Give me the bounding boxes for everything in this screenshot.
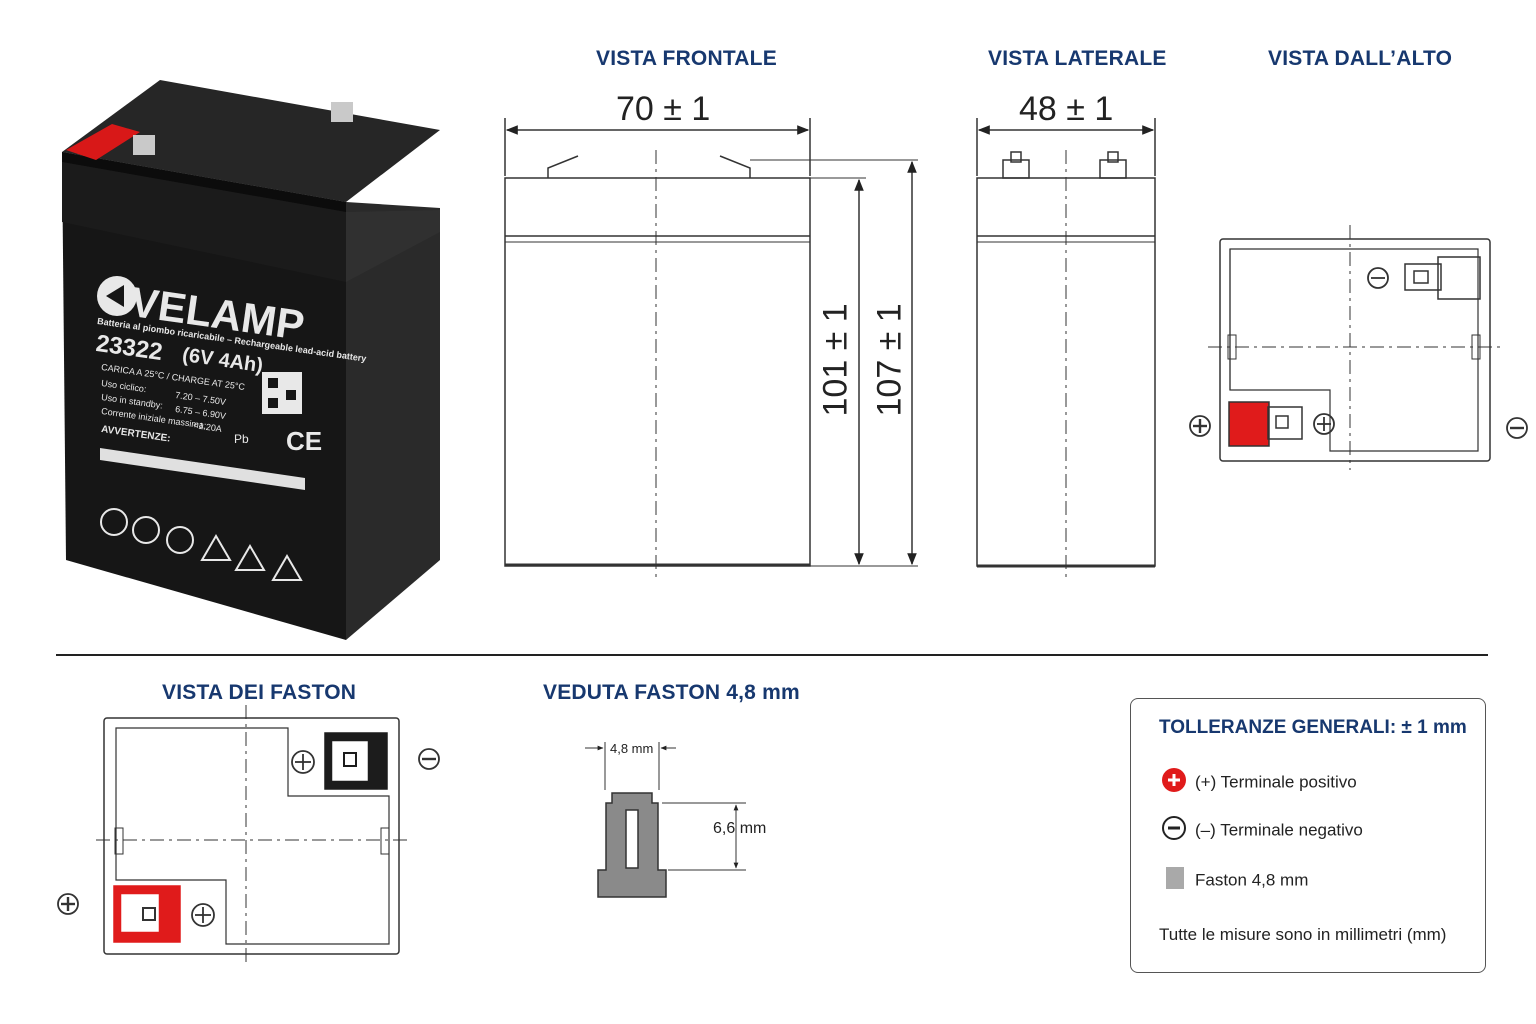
side-terminal-right bbox=[1099, 159, 1127, 179]
warning-icons bbox=[100, 508, 303, 581]
width-dimension: 70 ± 1 bbox=[616, 90, 711, 128]
depth-dimension: 48 ± 1 bbox=[1019, 90, 1114, 128]
faston-view-drawing bbox=[96, 705, 410, 962]
positive-icon bbox=[1161, 767, 1195, 798]
top-negative-terminal bbox=[1437, 256, 1481, 300]
top-positive-terminal bbox=[1228, 401, 1270, 447]
faston-detail-title: VEDUTA FASTON 4,8 mm bbox=[543, 681, 800, 704]
faston-swatch-icon bbox=[1161, 865, 1195, 896]
battery-photo bbox=[62, 80, 440, 640]
legend-positive: (+) Terminale positivo bbox=[1161, 767, 1357, 798]
legend-note: Tutte le misure sono in millimetri (mm) bbox=[1159, 925, 1447, 944]
faston-polarity-symbols bbox=[57, 748, 440, 927]
faston-view-title: VISTA DEI FASTON bbox=[162, 681, 357, 704]
legend-positive-label: (+) Terminale positivo bbox=[1195, 772, 1357, 792]
front-terminal-left bbox=[547, 155, 579, 178]
top-view-title: VISTA DALL’ALTO bbox=[1268, 47, 1453, 70]
total-height-dimension: 107 ± 1 bbox=[870, 303, 909, 417]
battery-front-face bbox=[62, 152, 346, 640]
negative-icon bbox=[1161, 815, 1195, 846]
top-polarity-symbols bbox=[1189, 267, 1528, 439]
legend-negative-label: (–) Terminale negativo bbox=[1195, 820, 1363, 840]
side-view-title: VISTA LATERALE bbox=[988, 47, 1167, 70]
front-terminal-right bbox=[719, 155, 751, 178]
negative-terminal-photo bbox=[331, 102, 353, 122]
front-view-title: VISTA FRONTALE bbox=[596, 47, 777, 70]
ce-mark: CE bbox=[286, 426, 323, 456]
faston-detail-drawing bbox=[585, 742, 746, 898]
top-view-drawing bbox=[1208, 225, 1502, 470]
faston-outer-outline bbox=[103, 717, 400, 955]
legend-faston-label: Faston 4,8 mm bbox=[1195, 870, 1309, 890]
legend-panel: TOLLERANZE GENERALI: ± 1 mm (+) Terminal… bbox=[1130, 698, 1486, 973]
side-view-drawing bbox=[976, 118, 1156, 578]
positive-terminal-photo bbox=[133, 135, 155, 155]
side-terminal-left bbox=[1002, 159, 1030, 179]
battery-lid bbox=[62, 80, 440, 202]
positive-cap bbox=[66, 124, 140, 160]
front-view-drawing bbox=[504, 118, 918, 578]
pb-label: Pb bbox=[234, 432, 249, 446]
legend-title: TOLLERANZE GENERALI: ± 1 mm bbox=[1159, 717, 1467, 738]
case-height-dimension: 101 ± 1 bbox=[816, 303, 855, 417]
faston-height-dimension: 6,6 mm bbox=[713, 820, 767, 837]
legend-negative: (–) Terminale negativo bbox=[1161, 815, 1363, 846]
battery-side-face bbox=[346, 202, 440, 640]
faston-width-dimension: 4,8 mm bbox=[610, 741, 654, 756]
legend-faston: Faston 4,8 mm bbox=[1161, 865, 1308, 896]
top-outer-outline bbox=[1219, 238, 1491, 462]
